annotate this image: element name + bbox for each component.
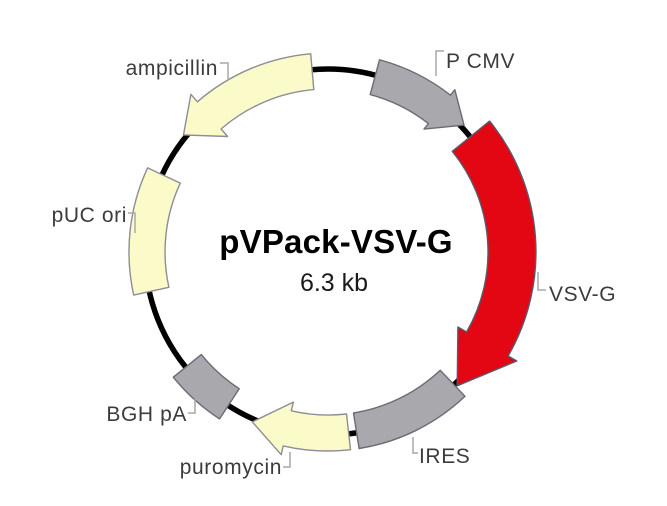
feature-layer: P CMV VSV-G IRES puromycin BGH pA pUC ori ampi… [52,50,616,479]
feature-ires-segment [352,369,466,450]
label-p-cmv: P CMV [446,50,515,73]
label-ampicillin: ampicillin [126,57,218,80]
label-bgh-pa: BGH pA [106,403,187,426]
leader-bgh-pa [188,399,196,414]
leader-p-cmv [435,50,444,76]
label-vsv-g: VSV-G [549,283,616,306]
feature-ampicillin-arrow [182,53,315,138]
label-puc-ori: pUC ori [52,204,127,227]
plasmid-title: pVPack-VSV-G [219,223,453,260]
leader-puc-ori [128,212,136,233]
feature-puc-ori-segment [128,167,181,296]
leader-ampicillin [220,62,229,80]
leader-vsv-g [537,272,546,291]
feature-p-cmv-arrow [369,59,465,130]
plasmid-size-label: 6.3 kb [300,269,368,297]
label-puromycin: puromycin [180,456,282,479]
feature-vsv-g-arrow [451,120,537,387]
label-ires: IRES [419,445,470,468]
leader-ires [412,437,418,454]
leader-puromycin [283,452,291,468]
feature-bgh-pa-segment [172,353,240,420]
feature-puromycin-arrow [251,401,352,456]
